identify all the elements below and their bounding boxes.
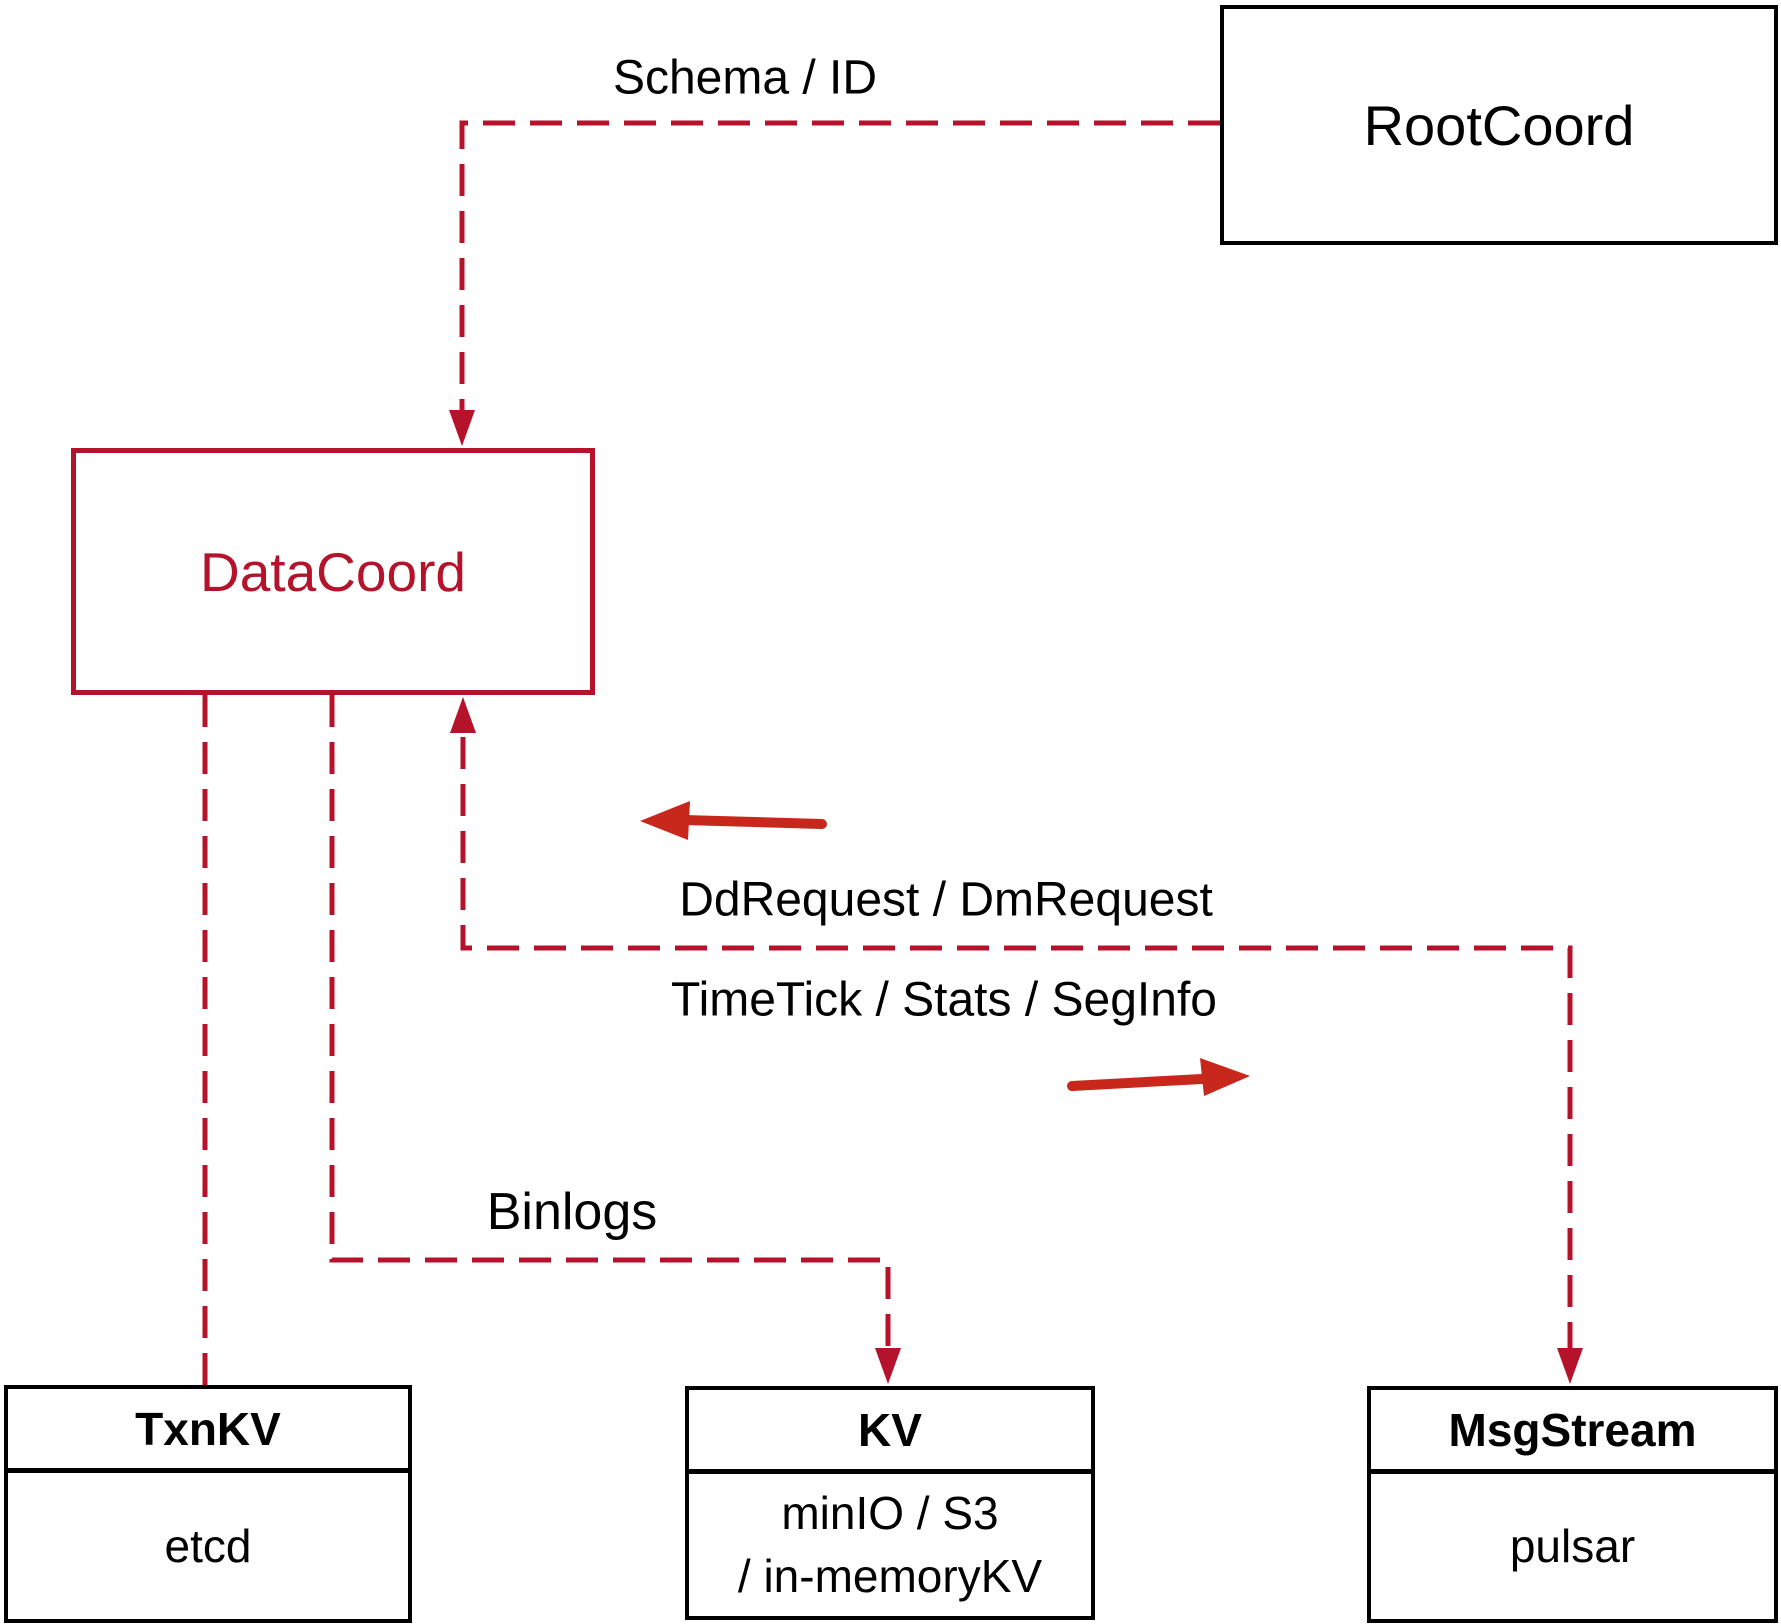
datacoord-node: DataCoord [71,448,595,695]
edge-label-ddrequest-dmrequest: DdRequest / DmRequest [679,873,1213,927]
edge-binlogs-line [329,695,891,1376]
arrowhead-down-icon [1557,1348,1583,1384]
edge-schema-id-line [459,120,1220,436]
txnkv-title: TxnKV [8,1389,408,1473]
kv-title: KV [689,1390,1091,1474]
kv-body-line2: / in-memoryKV [737,1550,1043,1602]
kv-body: minIO / S3 / in-memoryKV [689,1474,1091,1616]
edge-label-timetick-stats-seginfo: TimeTick / Stats / SegInfo [671,973,1217,1027]
edge-label-schema-id: Schema / ID [612,51,878,105]
datacoord-label: DataCoord [200,540,466,603]
msgstream-body: pulsar [1509,1520,1636,1572]
right-direction-arrow-icon [1067,1058,1250,1096]
edge-label-binlogs: Binlogs [486,1183,658,1241]
arrowhead-down-icon [449,410,475,446]
edge-request-bus-line [460,737,1573,1376]
left-direction-arrow-icon [640,801,827,840]
kv-body-line1: minIO / S3 [781,1487,999,1539]
txnkv-table: TxnKV etcd [4,1385,412,1623]
msgstream-table: MsgStream pulsar [1367,1386,1778,1623]
txnkv-body: etcd [164,1519,252,1572]
kv-table: KV minIO / S3 / in-memoryKV [685,1386,1095,1620]
msgstream-title: MsgStream [1371,1390,1774,1474]
rootcoord-node: RootCoord [1220,5,1778,245]
rootcoord-label: RootCoord [1363,93,1635,157]
arrowhead-down-icon [875,1348,901,1384]
arrowhead-up-icon [450,697,476,733]
